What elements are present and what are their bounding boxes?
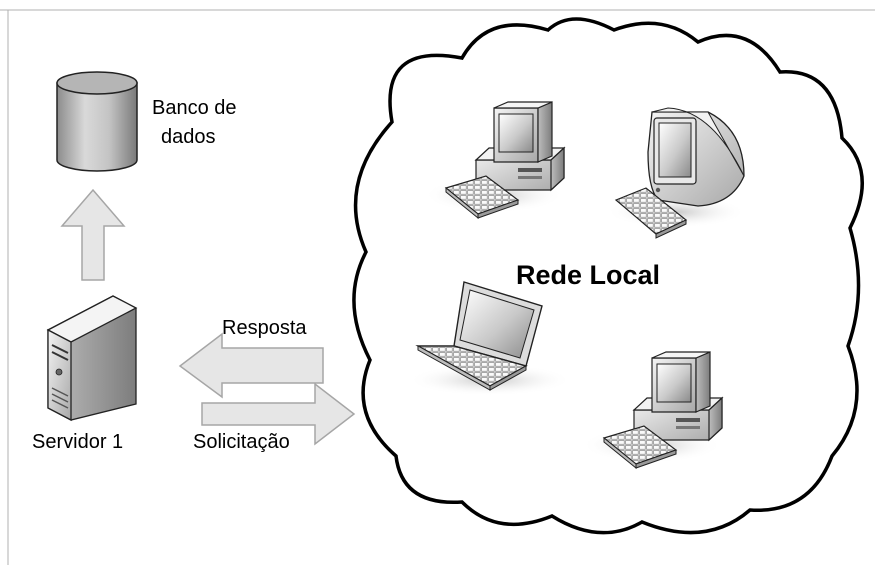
response-label: Resposta (222, 317, 307, 339)
crt-monitor-computer-icon (606, 107, 746, 239)
request-label: Solicitação (193, 431, 290, 453)
laptop-icon (408, 281, 572, 396)
database-cylinder-icon (56, 71, 138, 172)
database-label-line1: Banco de (152, 97, 237, 119)
response-arrow-icon (178, 332, 324, 399)
database-label-line2: dados (161, 126, 216, 148)
server-tower-icon (46, 295, 138, 422)
network-title: Rede Local (516, 260, 660, 290)
up-arrow-icon (60, 188, 126, 281)
request-arrow-icon (201, 382, 356, 446)
server-label: Servidor 1 (32, 431, 123, 453)
